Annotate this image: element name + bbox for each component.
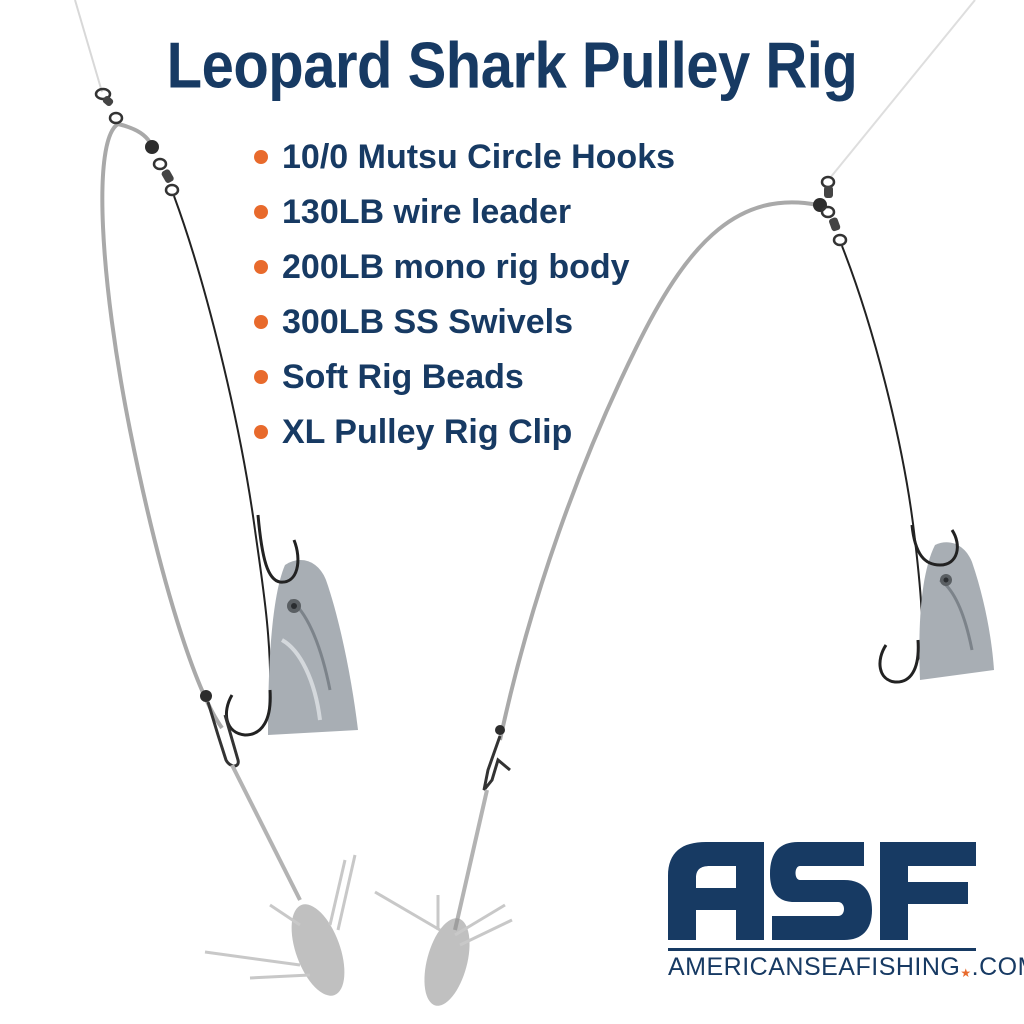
- grip-lead-sinker-icon: [374, 890, 513, 1006]
- weight-lead-right: [453, 789, 489, 931]
- bullet-icon: [254, 260, 268, 274]
- rig-bead-icon: [495, 725, 505, 735]
- feature-label: XL Pulley Rig Clip: [282, 413, 573, 451]
- logo-tagline-name: AMERICANSEAFISHING: [668, 953, 961, 981]
- circle-hook-icon: [878, 639, 920, 684]
- weight-lead-left: [230, 764, 302, 901]
- feature-label: 200LB mono rig body: [282, 248, 630, 286]
- asf-logo: [668, 842, 976, 951]
- bait-fish-icon: [268, 560, 358, 735]
- rig-bead-icon: [145, 140, 159, 154]
- mono-rig-body-left: [100, 122, 224, 730]
- feature-list: 10/0 Mutsu Circle Hooks 130LB wire leade…: [252, 138, 675, 468]
- list-item: Soft Rig Beads: [252, 358, 675, 413]
- swivel-icon: [94, 87, 124, 125]
- left-rig: [74, 0, 358, 996]
- swivel-icon: [820, 205, 848, 247]
- grip-lead-sinker-icon: [204, 854, 357, 996]
- star-icon: ★: [960, 966, 972, 980]
- rig-bead-icon: [200, 690, 212, 702]
- bullet-icon: [254, 425, 268, 439]
- feature-label: 130LB wire leader: [282, 193, 572, 231]
- list-item: 10/0 Mutsu Circle Hooks: [252, 138, 675, 193]
- feature-label: Soft Rig Beads: [282, 358, 524, 396]
- main-line-left: [74, 0, 103, 93]
- pulley-clip-icon: [482, 735, 511, 791]
- list-item: 200LB mono rig body: [252, 248, 675, 303]
- circle-hook-icon: [910, 524, 959, 567]
- circle-hook-icon: [256, 514, 300, 584]
- right-rig: [374, 0, 994, 1006]
- feature-label: 10/0 Mutsu Circle Hooks: [282, 138, 676, 176]
- main-line-right: [829, 0, 976, 179]
- bullet-icon: [254, 150, 268, 164]
- page-title: Leopard Shark Pulley Rig: [166, 29, 858, 102]
- wire-leader-left: [173, 195, 256, 531]
- logo-tagline-domain: .COM: [971, 953, 1024, 981]
- swivel-icon: [820, 175, 836, 198]
- bullet-icon: [254, 205, 268, 219]
- logo-tagline: AMERICANSEAFISHING★.COM: [668, 953, 1024, 982]
- list-item: 300LB SS Swivels: [252, 303, 675, 358]
- list-item: XL Pulley Rig Clip: [252, 413, 675, 468]
- mono-rig-body-right: [498, 200, 819, 741]
- bait-fish-icon: [919, 542, 994, 680]
- circle-hook-icon: [224, 689, 272, 737]
- swivel-icon: [152, 157, 180, 197]
- bullet-icon: [254, 370, 268, 384]
- list-item: 130LB wire leader: [252, 193, 675, 248]
- bullet-icon: [254, 315, 268, 329]
- rig-bead-icon: [813, 198, 827, 212]
- feature-label: 300LB SS Swivels: [282, 303, 574, 341]
- wire-leader-right: [841, 245, 923, 661]
